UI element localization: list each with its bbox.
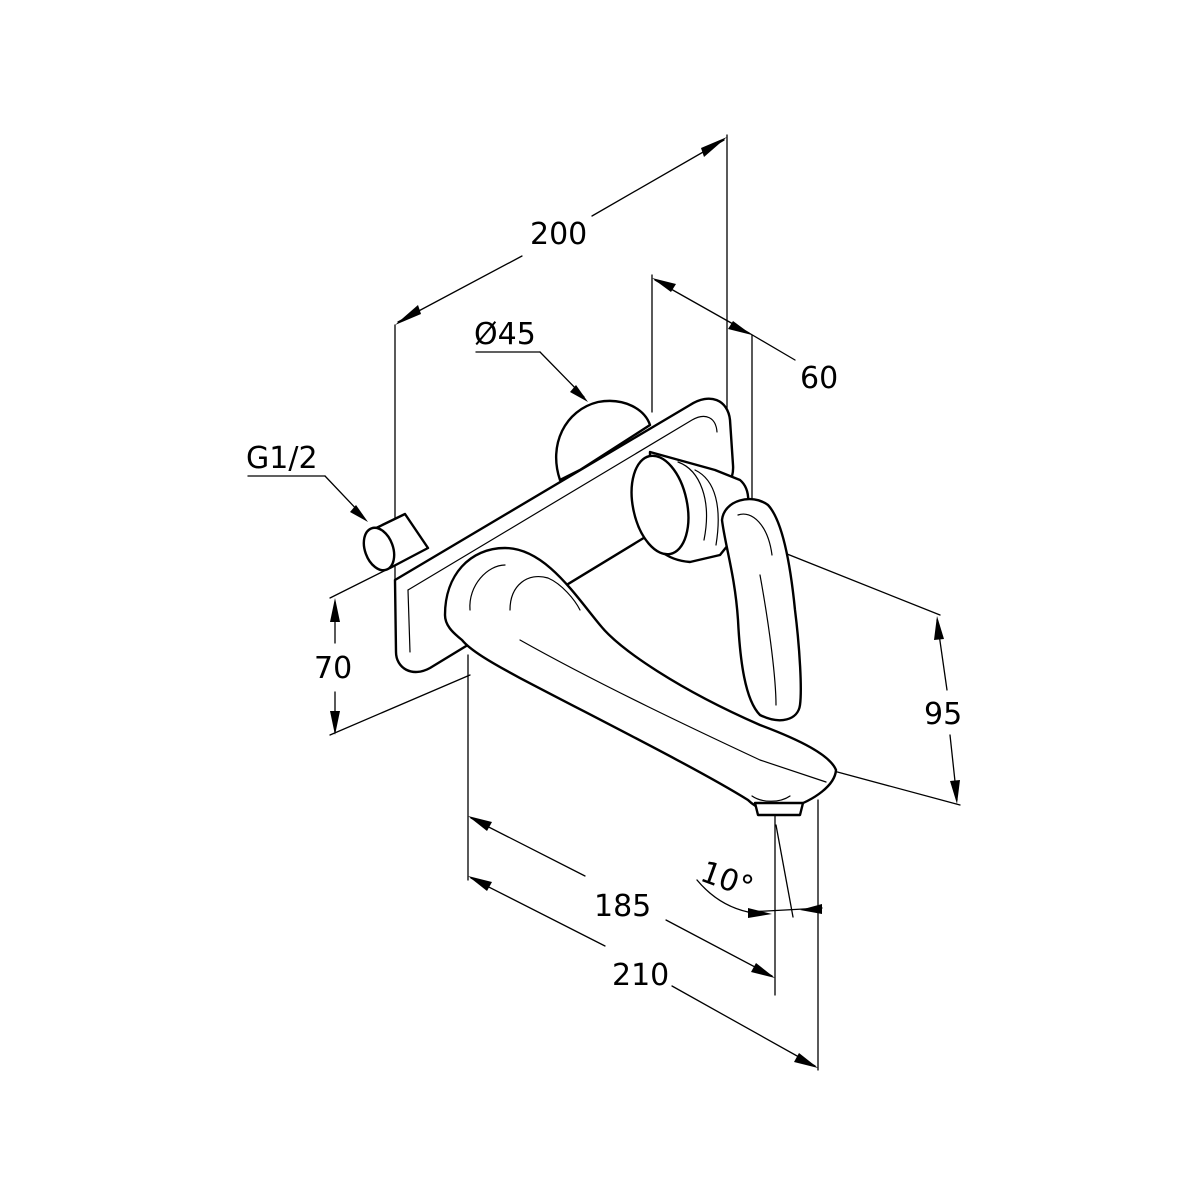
dimension-200-label: 200: [530, 217, 587, 252]
inlet-stub: [362, 512, 430, 572]
dimension-95-label: 95: [924, 697, 962, 732]
spout: [443, 546, 838, 817]
dimension-70-label: 70: [314, 651, 352, 686]
dimension-angle-10: 10°: [696, 855, 823, 918]
round-flange: [555, 399, 652, 482]
dimension-95: 95: [924, 616, 962, 804]
dimension-60-label: 60: [800, 361, 838, 396]
dimension-angle-10-label: 10°: [696, 855, 758, 906]
dimension-60: 60: [652, 278, 838, 396]
dimension-210-label: 210: [612, 958, 669, 993]
dimension-210: 210: [468, 876, 818, 1068]
dimension-70: 70: [314, 598, 352, 735]
dimension-g12-label: G1/2: [246, 441, 318, 476]
dimension-g12: G1/2: [246, 441, 368, 522]
dimension-200: 200: [395, 137, 727, 325]
dimension-diameter-45-label: Ø45: [474, 317, 536, 352]
mixer-lever: [720, 497, 802, 722]
dimension-diameter-45: Ø45: [474, 317, 588, 402]
dimension-185: 185: [468, 816, 775, 978]
dimension-185-label: 185: [594, 889, 651, 924]
